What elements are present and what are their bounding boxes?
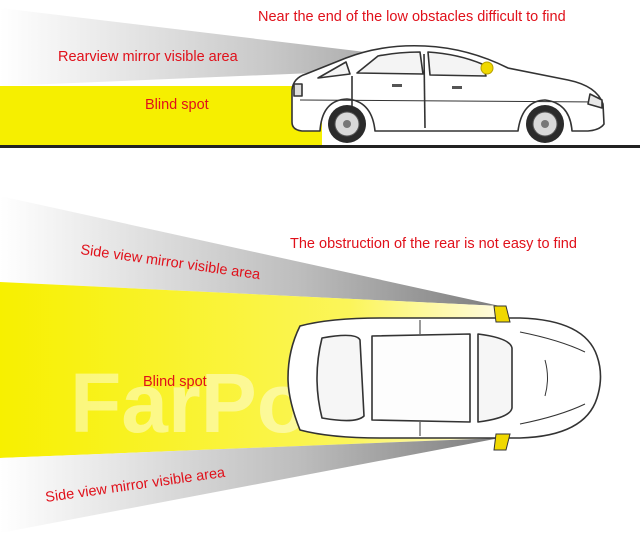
label-rearview-area: Rearview mirror visible area — [58, 49, 239, 65]
top-mirror-marker — [480, 61, 494, 75]
front-wheel — [526, 105, 564, 143]
lower-side-visible-area — [0, 438, 500, 533]
lower-side-mirror — [493, 433, 511, 451]
label-bottom-blind-spot: Blind spot — [143, 374, 207, 390]
upper-side-visible-area — [0, 196, 500, 306]
top-view-car — [287, 317, 602, 439]
top-blind-spot-area — [0, 86, 322, 146]
ground-line — [0, 145, 640, 148]
label-top-blind-spot: Blind spot — [145, 97, 209, 113]
bottom-scene: FarPost The obstruction of the rear is n… — [0, 196, 602, 533]
upper-side-mirror — [493, 305, 511, 323]
side-view-car — [291, 44, 605, 132]
caption-rear-obstruction: The obstruction of the rear is not easy … — [290, 236, 577, 252]
top-scene: Near the end of the low obstacles diffic… — [0, 8, 640, 148]
rear-wheel — [328, 105, 366, 143]
caption-low-obstacles: Near the end of the low obstacles diffic… — [258, 9, 566, 25]
